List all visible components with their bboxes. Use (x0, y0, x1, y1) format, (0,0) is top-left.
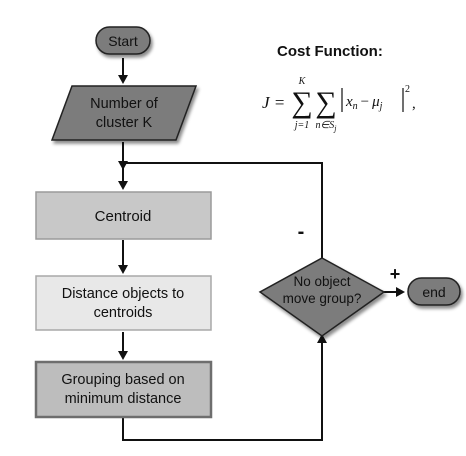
sum2-lower-sub: j (333, 124, 337, 133)
plus-edge-label: + (390, 264, 401, 284)
minus-edge-label: - (298, 221, 305, 243)
cost-function-title: Cost Function: (277, 43, 383, 60)
connectors (118, 58, 405, 441)
distance-label-line1: Distance objects to (62, 286, 185, 302)
decision-label-line1: No object (293, 274, 350, 289)
input-label-line1: Number of (90, 96, 159, 112)
start-label: Start (108, 33, 138, 49)
distance-label-line2: centroids (94, 305, 153, 321)
decision-diamond (258, 257, 386, 337)
arrow-grouping-to-decision (122, 334, 327, 441)
centroid-label: Centroid (95, 208, 152, 225)
term-mu: μ (371, 94, 380, 110)
sum2-sign: ∑ (315, 86, 336, 119)
formula-term: xn−μj (345, 94, 383, 112)
sum2-lower-main: n∈S (316, 120, 335, 131)
sum2-lower: n∈Sj (316, 120, 338, 133)
centroid-box (35, 191, 212, 240)
distance-box (35, 275, 212, 331)
end-terminal (407, 277, 461, 306)
loop-back-line (123, 162, 323, 258)
sum1-sign: ∑ (291, 86, 312, 119)
formula-power: 2 (405, 84, 410, 95)
grouping-label-line2: minimum distance (65, 391, 182, 407)
input-label-line2: cluster K (96, 115, 153, 131)
term-x: x (345, 94, 353, 110)
term-mu-sub: j (378, 101, 383, 112)
formula-lhs: J = (262, 93, 285, 112)
input-parallelogram (50, 85, 198, 141)
end-label: end (422, 284, 445, 300)
start-terminal (95, 26, 151, 55)
cost-function-formula: J = K ∑ j=1 ∑ n∈Sj xn−μj 2 , (262, 76, 416, 133)
term-minus: − (361, 94, 369, 110)
grouping-box (34, 360, 213, 419)
term-x-sub: n (353, 101, 358, 112)
grouping-label-line1: Grouping based on (61, 372, 184, 388)
formula-trail: , (412, 96, 416, 112)
sum1-lower: j=1 (293, 120, 310, 131)
decision-label-line2: move group? (283, 291, 362, 306)
sum1-upper: K (298, 76, 307, 87)
